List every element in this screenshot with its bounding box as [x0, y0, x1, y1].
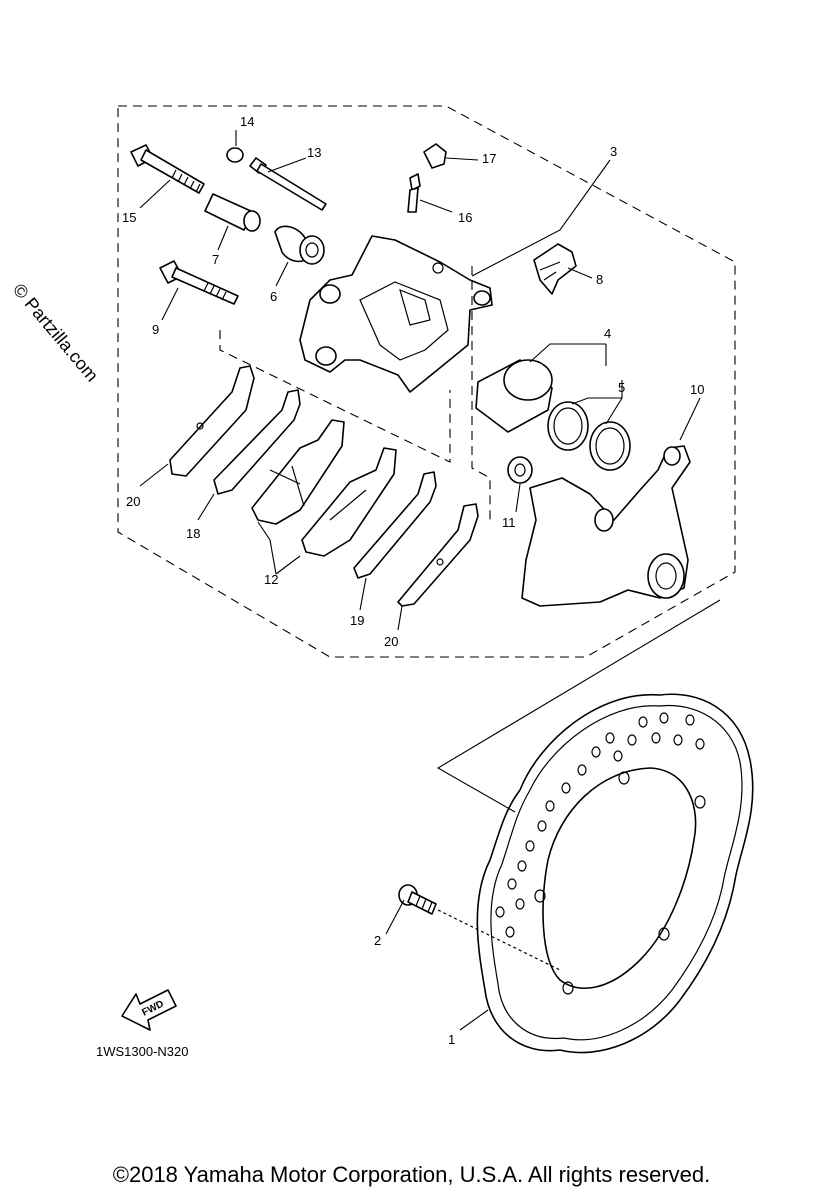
shim-20-lower — [397, 503, 479, 607]
callout-17: 17 — [482, 151, 496, 166]
callout-8: 8 — [596, 272, 603, 287]
caliper-assembly-boundary — [117, 105, 736, 658]
disc-bolt-line — [437, 909, 561, 971]
shim-18 — [213, 389, 301, 495]
bleeder-cap-17 — [423, 143, 447, 169]
bushing-11 — [507, 456, 533, 484]
pin-13 — [249, 157, 327, 211]
callout-20-lower: 20 — [384, 634, 398, 649]
brake-pad-12-a — [251, 419, 345, 525]
callout-13: 13 — [307, 145, 321, 160]
callout-9: 9 — [152, 322, 159, 337]
cap-14 — [226, 147, 244, 163]
leader-lines — [139, 130, 701, 1031]
callout-11: 11 — [502, 515, 516, 530]
piston-seals-5 — [547, 401, 631, 471]
callout-5: 5 — [618, 380, 625, 395]
shim-20-upper — [169, 365, 255, 477]
brake-disc-1 — [476, 693, 754, 1054]
piston-4 — [475, 359, 553, 433]
callout-20-upper: 20 — [126, 494, 140, 509]
callout-12: 12 — [264, 572, 278, 587]
callout-2: 2 — [374, 933, 381, 948]
callout-10: 10 — [690, 382, 704, 397]
forward-arrow-icon: FWD — [121, 989, 177, 1031]
callout-1: 1 — [448, 1032, 455, 1047]
boot-6 — [274, 225, 325, 265]
callout-3: 3 — [610, 144, 617, 159]
watermark: © Partzilla.com — [9, 280, 102, 386]
disc-reference-bracket — [436, 599, 721, 813]
disc-holes — [495, 712, 706, 995]
caliper-body-3 — [299, 235, 493, 393]
shim-19 — [353, 471, 437, 579]
copyright-notice: ©2018 Yamaha Motor Corporation, U.S.A. A… — [112, 1162, 711, 1187]
caliper-bracket-10 — [521, 445, 691, 607]
diagram-code: 1WS1300-N320 — [96, 1044, 189, 1059]
pad-alignment-lines — [219, 266, 491, 520]
callout-6: 6 — [270, 289, 277, 304]
pad-spring-8 — [533, 243, 577, 295]
bleeder-screw-16 — [407, 173, 421, 213]
disc-bolt-2 — [398, 884, 437, 915]
callout-4: 4 — [604, 326, 611, 341]
bolt-9 — [159, 260, 239, 305]
callout-14: 14 — [240, 114, 254, 129]
callout-7: 7 — [212, 252, 219, 267]
callout-18: 18 — [186, 526, 200, 541]
sleeve-7 — [204, 193, 261, 232]
brake-pad-12-b — [301, 447, 397, 557]
callout-19: 19 — [350, 613, 364, 628]
slide-pin-bolt-15 — [130, 144, 205, 194]
callout-15: 15 — [122, 210, 136, 225]
callout-16: 16 — [458, 210, 472, 225]
